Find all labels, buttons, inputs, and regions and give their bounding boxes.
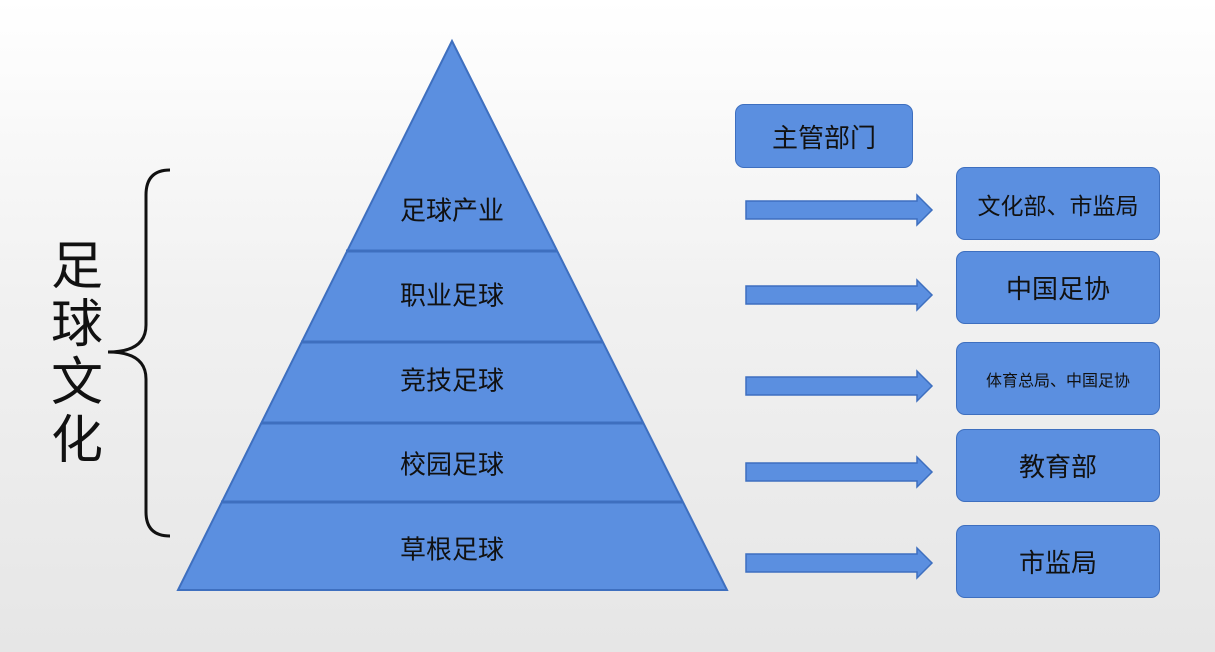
tier-label-3: 竞技足球 bbox=[400, 367, 504, 397]
department-box-4: 教育部 bbox=[956, 429, 1160, 502]
curly-brace bbox=[107, 168, 171, 538]
vertical-title-char: 足 bbox=[50, 237, 103, 297]
arrow-3 bbox=[745, 369, 934, 403]
arrow-1 bbox=[745, 193, 934, 227]
department-box-3: 体育总局、中国足协 bbox=[956, 342, 1160, 415]
department-box-2: 中国足协 bbox=[956, 251, 1160, 324]
header-box: 主管部门 bbox=[735, 104, 913, 168]
tier-label-1: 足球产业 bbox=[400, 197, 504, 227]
tier-label-2: 职业足球 bbox=[400, 282, 504, 312]
vertical-title-char: 化 bbox=[50, 411, 103, 471]
arrow-4 bbox=[745, 455, 934, 489]
arrow-2 bbox=[745, 278, 934, 312]
tier-label-5: 草根足球 bbox=[400, 536, 504, 566]
arrow-5 bbox=[745, 546, 934, 580]
vertical-title-char: 文 bbox=[50, 353, 103, 413]
pyramid bbox=[176, 38, 729, 591]
vertical-title: 足 球 文 化 bbox=[44, 238, 110, 470]
department-box-1: 文化部、市监局 bbox=[956, 167, 1160, 240]
department-box-5: 市监局 bbox=[956, 525, 1160, 598]
tier-label-4: 校园足球 bbox=[400, 451, 504, 481]
vertical-title-char: 球 bbox=[50, 295, 103, 355]
